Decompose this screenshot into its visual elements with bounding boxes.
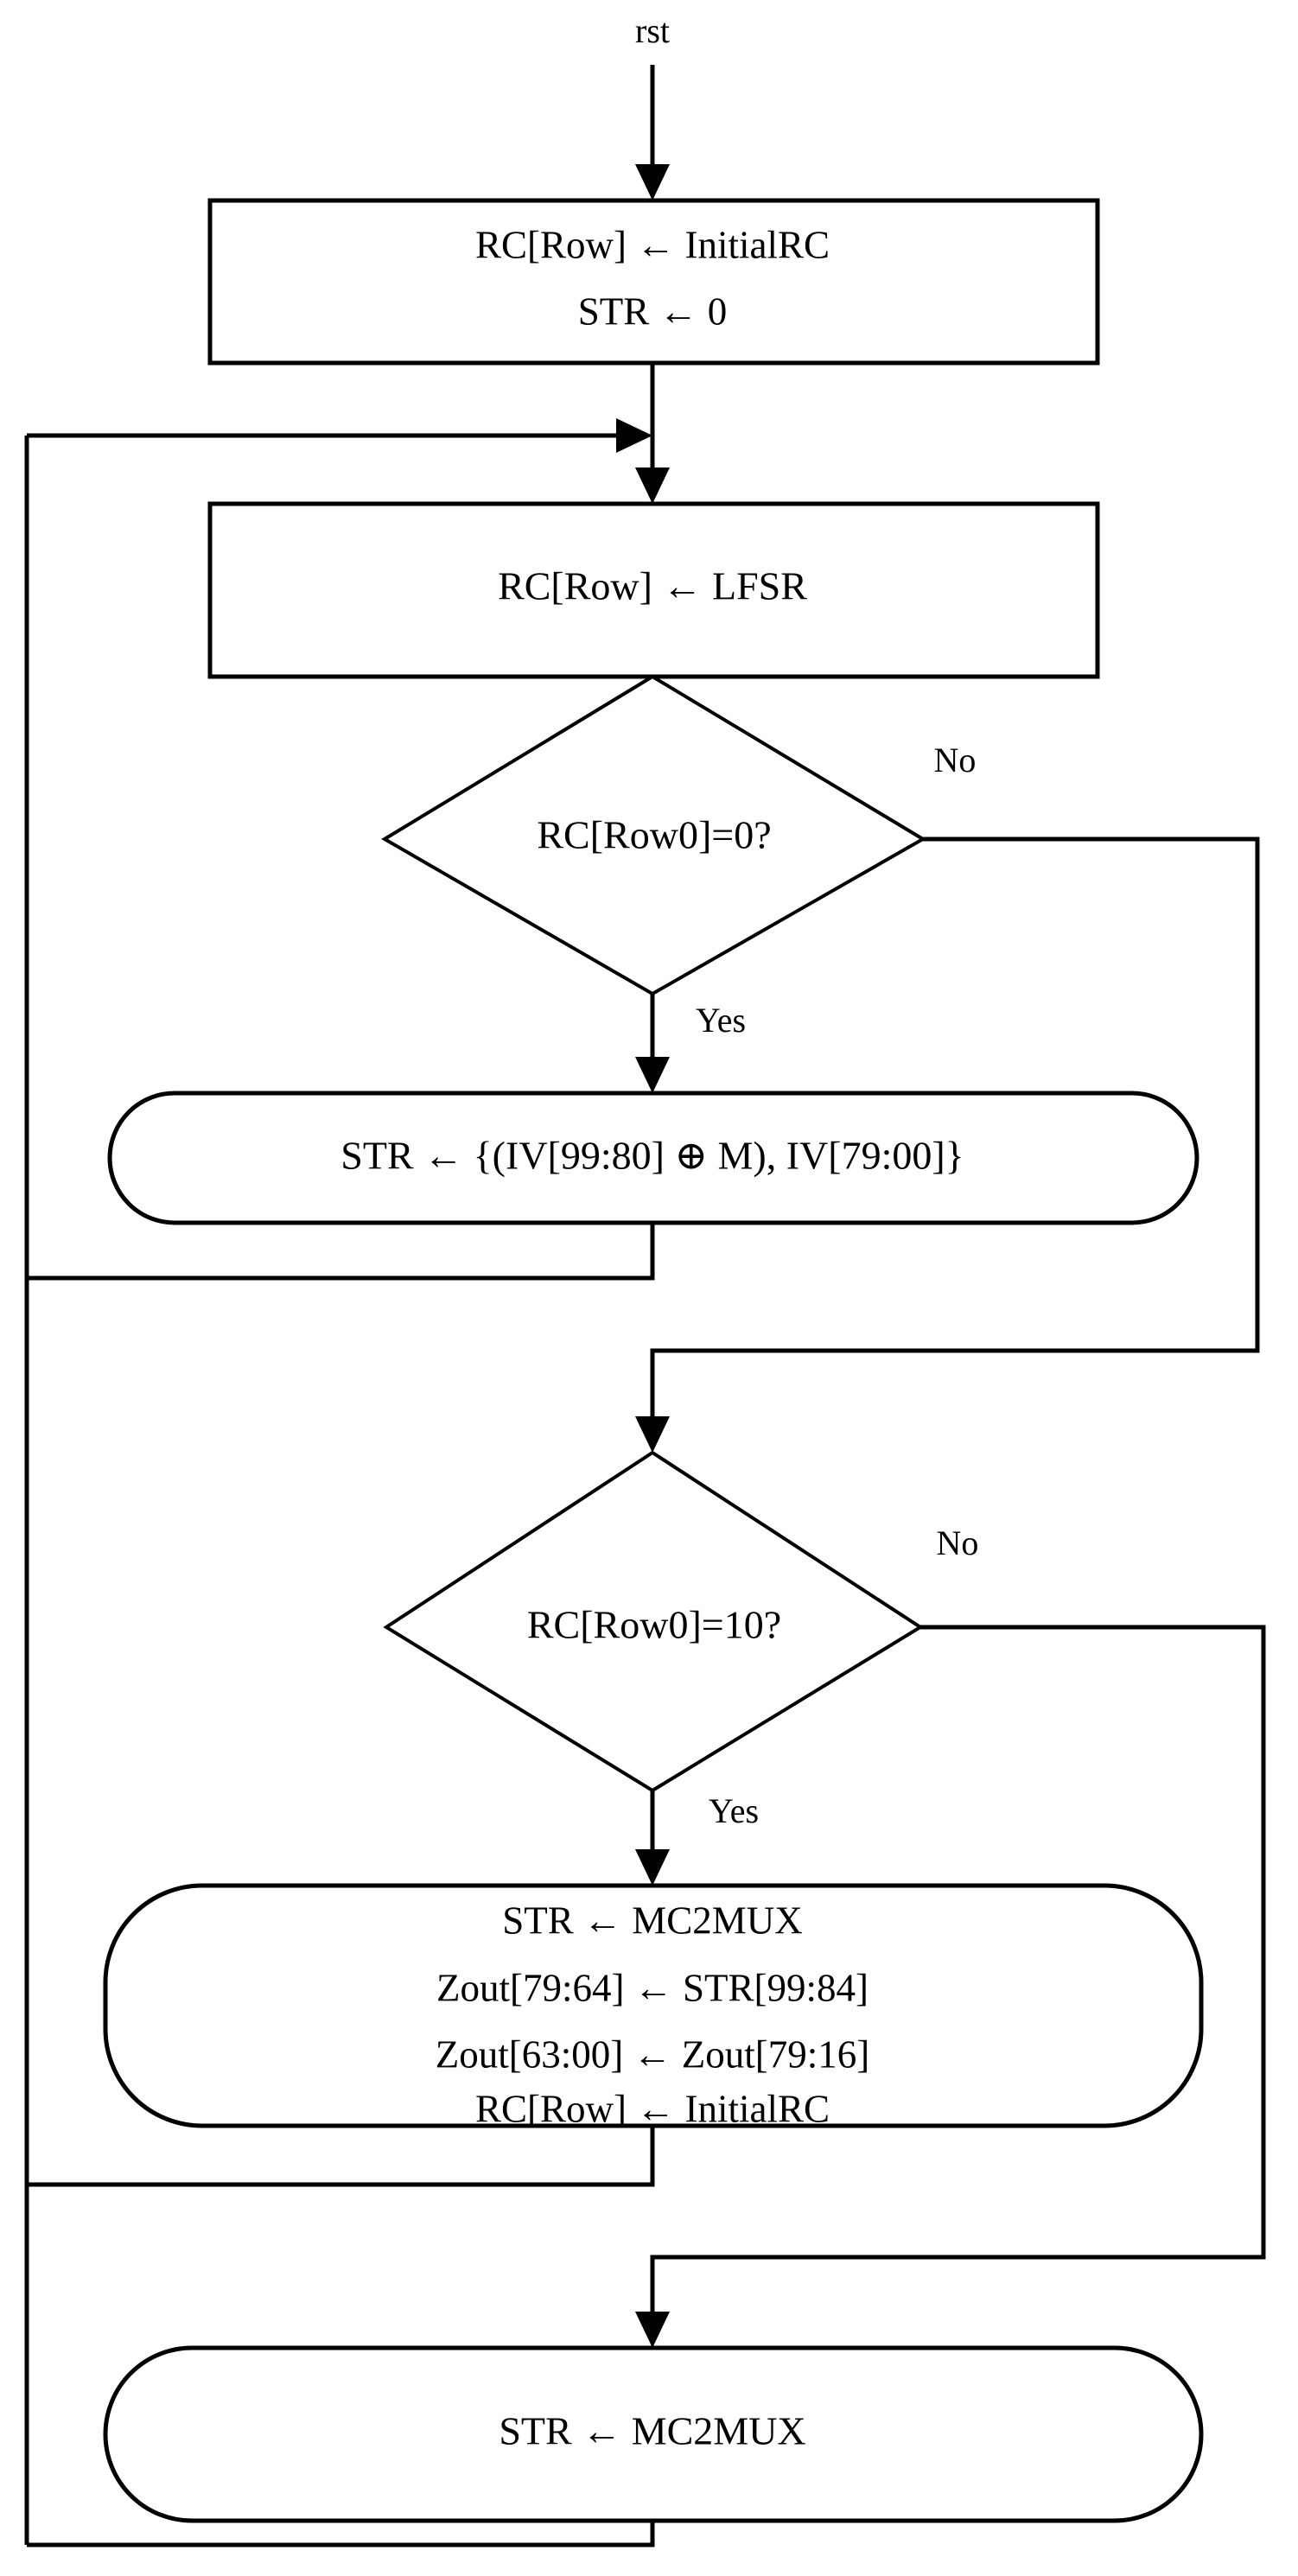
edge-decision-1-no bbox=[635, 836, 1260, 1453]
node-decision-1-label: RC[Row0]=0? bbox=[537, 813, 771, 857]
edge-label-decision-1-no: No bbox=[934, 741, 977, 779]
edge-loopback-merge bbox=[27, 418, 652, 453]
edge-label-decision-2-no: No bbox=[937, 1523, 979, 1562]
node-init-line-1: STR ← 0 bbox=[578, 289, 728, 333]
edge-init-to-lfsr bbox=[635, 363, 670, 504]
edge-final-to-left-rail bbox=[27, 2521, 655, 2547]
edge-decision-2-yes bbox=[635, 1790, 670, 1886]
node-str-iv-label: STR ← {(IV[99:80] ⊕ M), IV[79:00]} bbox=[340, 1134, 964, 1178]
rst-signal-label: rst bbox=[635, 11, 670, 50]
node-mc2mux-final-label: STR ← MC2MUX bbox=[499, 2409, 805, 2453]
node-decision-2-label: RC[Row0]=10? bbox=[527, 1603, 781, 1647]
node-lfsr-line-0: RC[Row] ← LFSR bbox=[498, 564, 807, 608]
node-mc2mux-block-line-1: Zout[79:64] ← STR[99:84] bbox=[436, 1966, 869, 2009]
edge-decision-1-yes bbox=[635, 994, 670, 1093]
node-lfsr[interactable]: RC[Row] ← LFSR bbox=[207, 501, 1100, 679]
edge-mc2mux-block-to-left-rail bbox=[27, 2126, 655, 2187]
node-decision-rc-row0-eq-10[interactable]: RC[Row0]=10? bbox=[383, 1450, 924, 1793]
node-mc2mux-update-block[interactable]: STR ← MC2MUX Zout[79:64] ← STR[99:84] Zo… bbox=[103, 1883, 1204, 2130]
edge-label-decision-2-yes: Yes bbox=[709, 1791, 759, 1830]
node-init-line-0: RC[Row] ← InitialRC bbox=[475, 223, 830, 266]
node-mc2mux-final[interactable]: STR ← MC2MUX bbox=[103, 2345, 1204, 2523]
node-decision-rc-row0-eq-0[interactable]: RC[Row0]=0? bbox=[381, 674, 926, 996]
node-init[interactable]: RC[Row] ← InitialRC STR ← 0 bbox=[207, 198, 1100, 366]
edge-rst-to-init bbox=[635, 65, 670, 200]
edge-str-iv-to-left-rail bbox=[27, 1223, 655, 1281]
node-mc2mux-block-line-0: STR ← MC2MUX bbox=[502, 1899, 803, 1942]
node-mc2mux-block-line-3: RC[Row] ← InitialRC bbox=[475, 2087, 830, 2130]
edge-label-decision-1-yes: Yes bbox=[696, 1001, 746, 1040]
edge-decision-2-no bbox=[635, 1625, 1266, 2348]
node-str-iv-assign[interactable]: STR ← {(IV[99:80] ⊕ M), IV[79:00]} bbox=[107, 1091, 1199, 1225]
node-mc2mux-block-line-2: Zout[63:00] ← Zout[79:16] bbox=[436, 2032, 869, 2076]
